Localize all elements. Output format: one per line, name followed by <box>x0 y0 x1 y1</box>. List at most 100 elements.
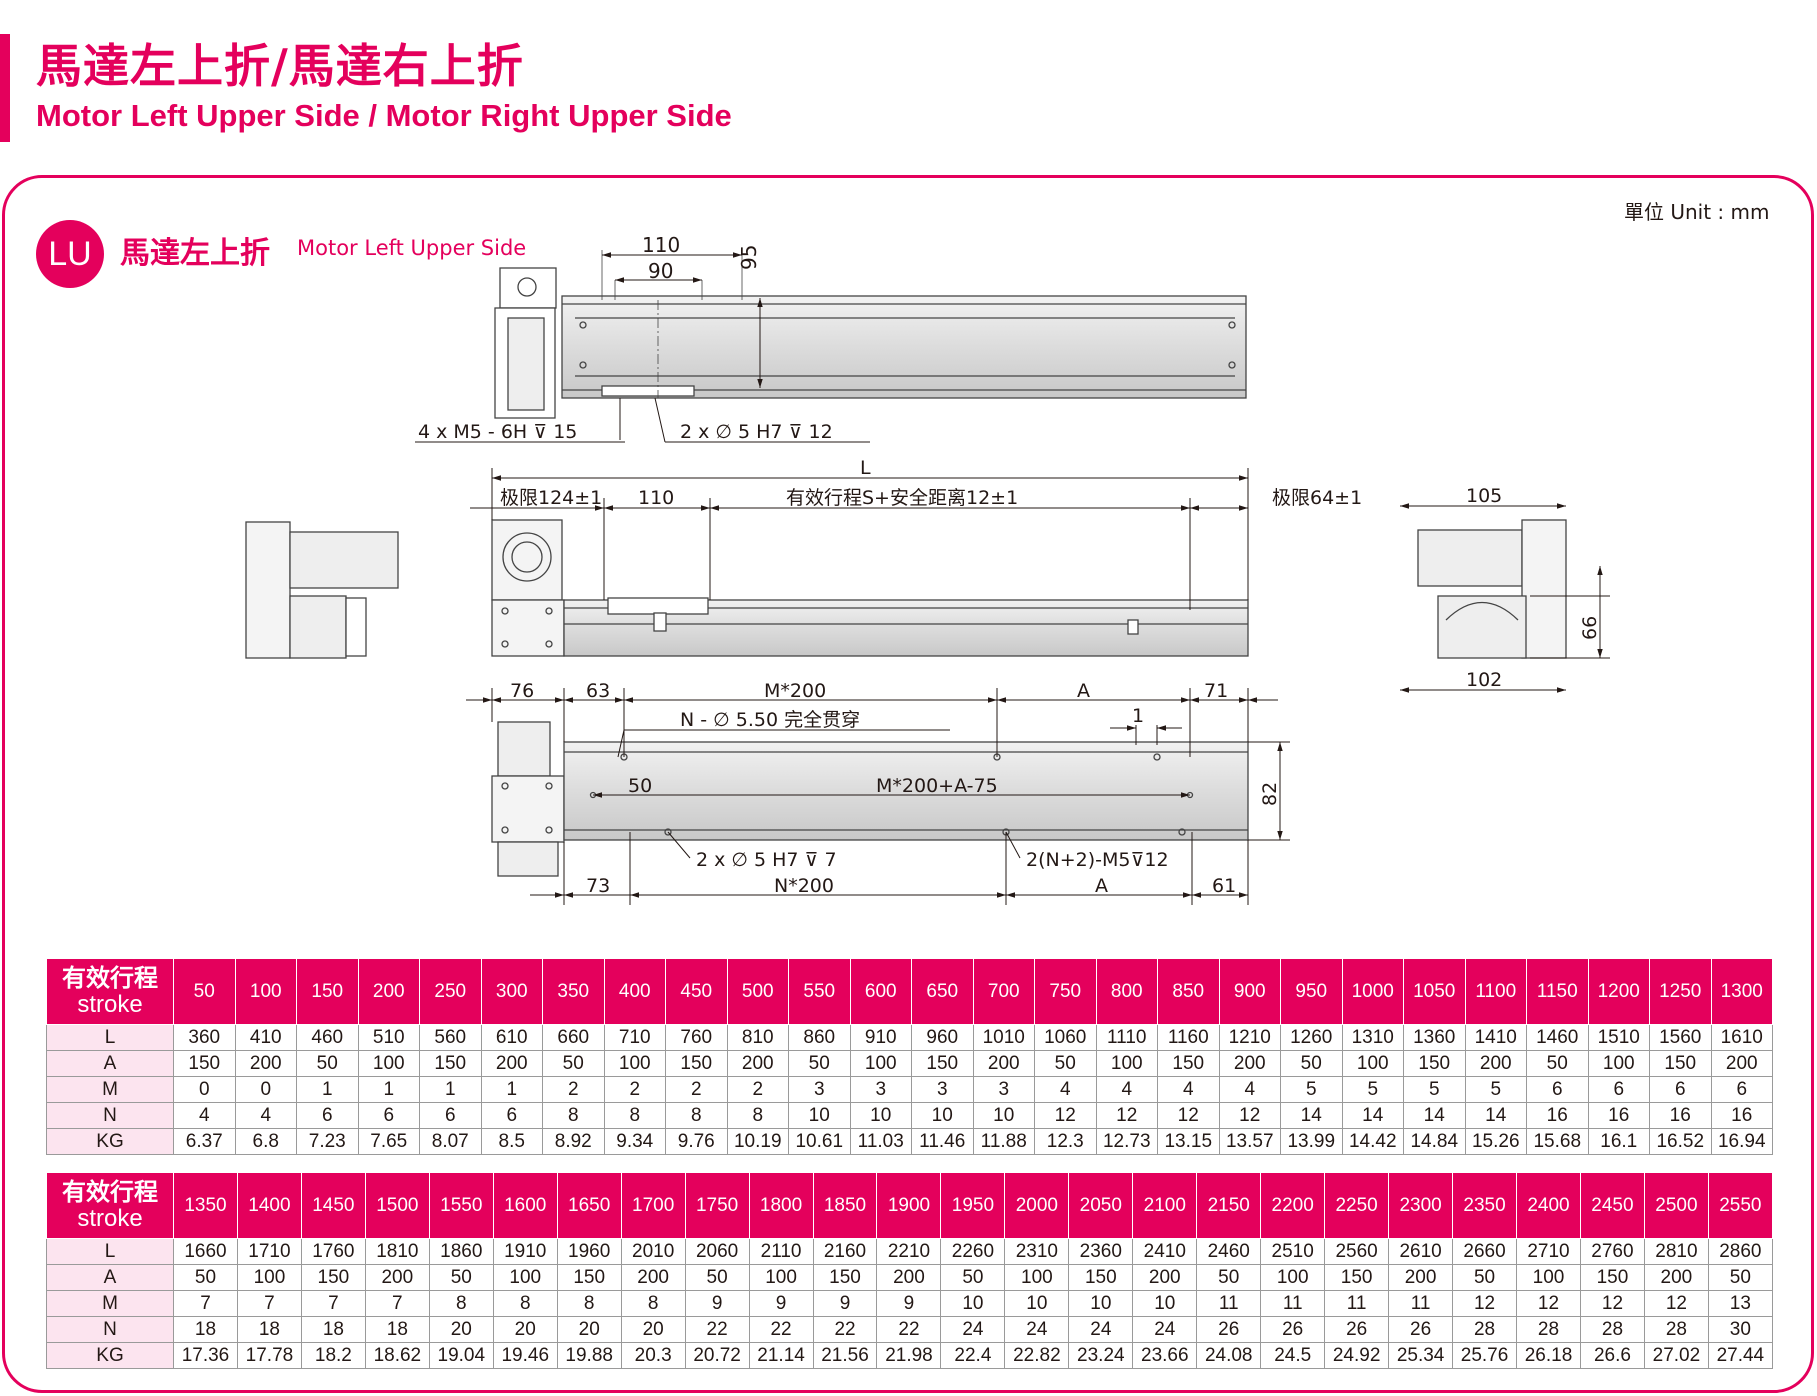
table-cell: 10 <box>1132 1290 1198 1317</box>
callout-m5-thread-bottom: 2(N+2)-M5⊽12 <box>1026 849 1169 871</box>
table-cell: 25.34 <box>1388 1342 1454 1369</box>
side-view <box>491 519 1249 657</box>
table-cell: 14.42 <box>1341 1128 1404 1155</box>
table-cell: 24.92 <box>1324 1342 1390 1369</box>
table-cell: 50 <box>428 1264 494 1291</box>
row-label: M <box>46 1290 174 1317</box>
table-cell: 20.3 <box>620 1342 686 1369</box>
table-cell: 16 <box>1587 1102 1650 1129</box>
table-cell: 50 <box>1280 1050 1343 1077</box>
header-label-en: stroke <box>77 990 143 1018</box>
table-cell: 26.18 <box>1516 1342 1581 1369</box>
table-cell: 1510 <box>1587 1024 1650 1051</box>
table-cell: 5 <box>1341 1076 1404 1103</box>
dim-95-top: 95 <box>737 245 761 270</box>
table-cell: 150 <box>300 1264 366 1291</box>
table-cell: 22 <box>812 1316 878 1343</box>
bottom-view-dimensions <box>466 688 1290 905</box>
stroke-header-cell: 1200 <box>1587 958 1650 1025</box>
table-cell: 24 <box>1068 1316 1134 1343</box>
dim-110-side: 110 <box>638 487 674 509</box>
table-cell: 28 <box>1579 1316 1645 1343</box>
table-cell: 150 <box>1068 1264 1134 1291</box>
table-cell: 3 <box>849 1076 912 1103</box>
section-title-zh: 馬達左上折 <box>120 236 270 271</box>
table-cell: 22.82 <box>1004 1342 1070 1369</box>
table-cell: 100 <box>357 1050 420 1077</box>
table-cell: 150 <box>911 1050 974 1077</box>
table-cell: 4 <box>234 1102 297 1129</box>
stroke-header-cell: 1400 <box>236 1172 302 1239</box>
stroke-header-cell: 1750 <box>684 1172 750 1239</box>
dim-66: 66 <box>1579 616 1601 640</box>
stroke-header-cell: 900 <box>1218 958 1281 1025</box>
table-cell: 26 <box>1388 1316 1454 1343</box>
dim-105: 105 <box>1466 485 1502 507</box>
dim-1: 1 <box>1132 705 1144 727</box>
table-cell: 1610 <box>1710 1024 1773 1051</box>
table-cell: 16.1 <box>1587 1128 1650 1155</box>
table-cell: 2610 <box>1388 1238 1454 1265</box>
table-cell: 2710 <box>1516 1238 1581 1265</box>
table-cell: 10 <box>972 1102 1035 1129</box>
dim-50: 50 <box>628 775 652 797</box>
table-cell: 100 <box>1260 1264 1326 1291</box>
table-cell: 2160 <box>812 1238 878 1265</box>
table-cell: 26 <box>1324 1316 1390 1343</box>
table-cell: 1910 <box>492 1238 558 1265</box>
table-cell: 8 <box>603 1102 666 1129</box>
stroke-header-cell: 1450 <box>300 1172 366 1239</box>
table-cell: 200 <box>972 1050 1035 1077</box>
table-cell: 3 <box>911 1076 974 1103</box>
table-cell: 28 <box>1452 1316 1518 1343</box>
table-cell: 16.52 <box>1649 1128 1712 1155</box>
table-cell: 150 <box>812 1264 878 1291</box>
stroke-header-cell: 1100 <box>1464 958 1527 1025</box>
table-cell: 3 <box>972 1076 1035 1103</box>
table-cell: 1810 <box>364 1238 430 1265</box>
table-cell: 30 <box>1707 1316 1773 1343</box>
stroke-header-cell: 150 <box>296 958 359 1025</box>
table-cell: 1960 <box>556 1238 622 1265</box>
table-cell: 8 <box>492 1290 558 1317</box>
table-cell: 16 <box>1649 1102 1712 1129</box>
table-cell: 16 <box>1710 1102 1773 1129</box>
table-cell: 1 <box>419 1076 482 1103</box>
table-cell: 21.56 <box>812 1342 878 1369</box>
table-cell: 11.46 <box>911 1128 974 1155</box>
table-cell: 14 <box>1464 1102 1527 1129</box>
table-cell: 150 <box>1403 1050 1466 1077</box>
table-cell: 18 <box>236 1316 302 1343</box>
stroke-header-cell: 550 <box>788 958 851 1025</box>
table-cell: 910 <box>849 1024 912 1051</box>
table-cell: 13.57 <box>1218 1128 1281 1155</box>
table-cell: 14 <box>1403 1102 1466 1129</box>
stroke-header-cell: 1150 <box>1526 958 1589 1025</box>
table-cell: 50 <box>1707 1264 1773 1291</box>
dim-71: 71 <box>1204 680 1228 702</box>
stroke-header-cell: 2200 <box>1260 1172 1326 1239</box>
table-cell: 24 <box>1132 1316 1198 1343</box>
table-cell: 18 <box>173 1316 238 1343</box>
table-cell: 1710 <box>236 1238 302 1265</box>
table-cell: 28 <box>1516 1316 1581 1343</box>
table-cell: 8.5 <box>480 1128 543 1155</box>
dim-110-top: 110 <box>642 233 680 257</box>
table-cell: 200 <box>1710 1050 1773 1077</box>
table-cell: 6 <box>480 1102 543 1129</box>
dim-61: 61 <box>1212 875 1236 897</box>
table-cell: 200 <box>1643 1264 1709 1291</box>
stroke-header-cell: 2000 <box>1004 1172 1070 1239</box>
table-cell: 16.94 <box>1710 1128 1773 1155</box>
table-cell: 27.02 <box>1643 1342 1709 1369</box>
table-cell: 2 <box>665 1076 728 1103</box>
lu-badge: LU <box>36 220 104 288</box>
table-cell: 11.03 <box>849 1128 912 1155</box>
dim-76: 76 <box>510 680 534 702</box>
stroke-header-cell: 750 <box>1034 958 1097 1025</box>
